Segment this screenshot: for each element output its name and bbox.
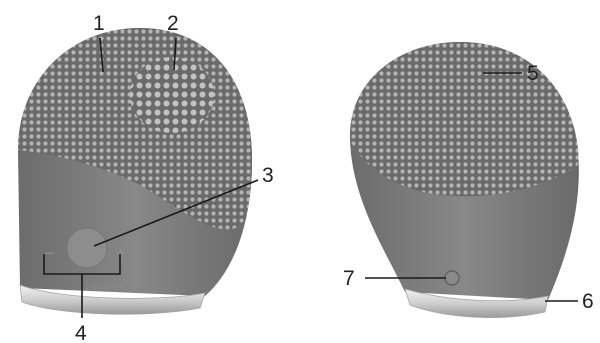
callout-5: 5 bbox=[527, 62, 539, 85]
callout-4: 4 bbox=[75, 322, 87, 343]
callout-1: 1 bbox=[93, 12, 105, 35]
callout-3: 3 bbox=[262, 164, 274, 187]
front-bristle-field-coarse bbox=[130, 57, 214, 133]
charging-port bbox=[445, 271, 459, 285]
power-button[interactable] bbox=[67, 228, 107, 268]
callout-7: 7 bbox=[343, 267, 355, 290]
front-device: − + beurer bbox=[18, 20, 260, 314]
plus-symbol: + bbox=[115, 244, 128, 262]
minus-symbol: − bbox=[43, 244, 56, 262]
brand-logo: beurer bbox=[85, 279, 126, 293]
callout-2: 2 bbox=[167, 12, 179, 35]
back-device bbox=[340, 40, 590, 318]
callout-6: 6 bbox=[582, 290, 594, 313]
